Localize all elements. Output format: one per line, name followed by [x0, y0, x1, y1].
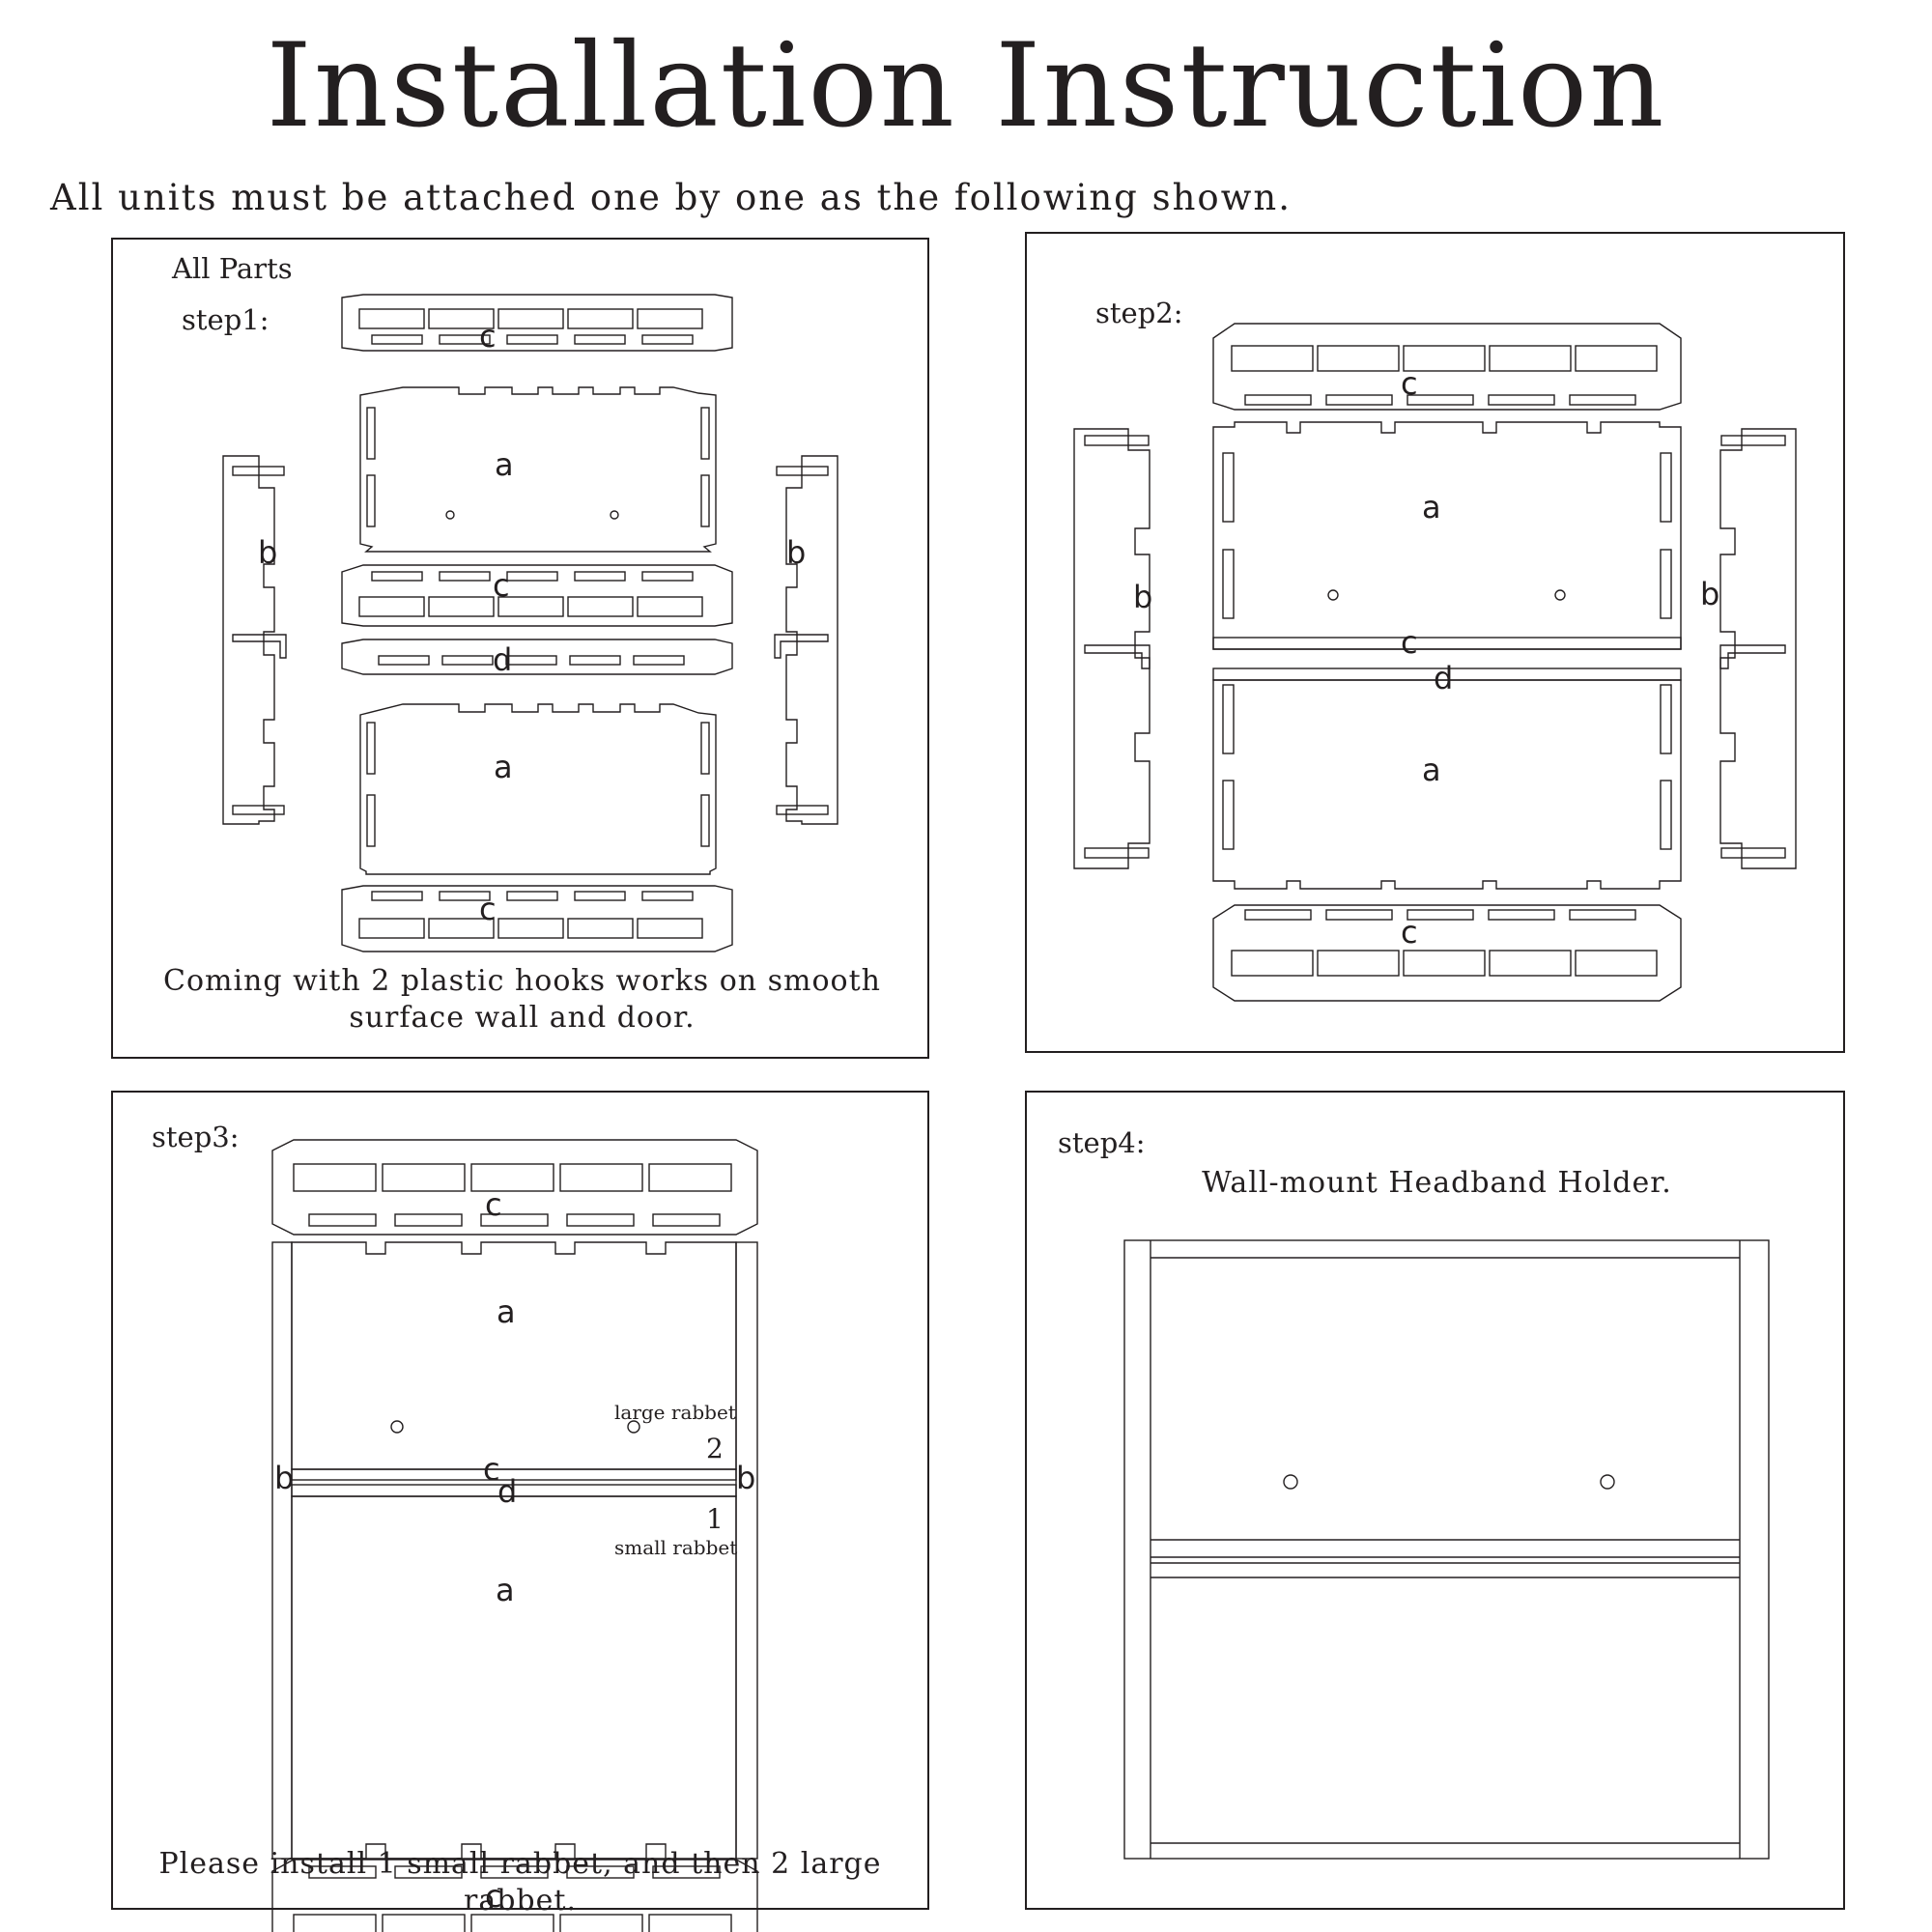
part-b-left: b: [271, 1241, 294, 1860]
step1-parts-drawing: c a b b: [222, 294, 838, 952]
mount-hole: [1600, 1474, 1615, 1490]
part-label: b: [1700, 576, 1719, 612]
part-c-top: c: [1212, 323, 1682, 411]
step1-caption-line2: surface wall and door.: [349, 1001, 696, 1035]
part-label: c: [1401, 624, 1418, 661]
step3-panel: step3: c b b a c: [111, 1091, 929, 1932]
part-label: c: [479, 318, 497, 355]
part-c-bottom: c: [1212, 904, 1682, 1002]
part-label: a: [495, 446, 514, 483]
part-d: d: [341, 639, 733, 678]
step1-caption-line1: Coming with 2 plastic hooks works on smo…: [162, 964, 881, 998]
part-c-top: c: [271, 1139, 758, 1236]
part-d: d: [291, 1473, 737, 1510]
large-rabbet-label: large rabbet: [614, 1401, 736, 1424]
product-name: Wall-mount Headband Holder.: [1202, 1166, 1672, 1200]
part-label: b: [1133, 579, 1152, 615]
part-c-bottom: c: [271, 1859, 758, 1932]
part-label: a: [496, 1572, 515, 1608]
part-c-middle: c: [291, 1451, 737, 1488]
part-label: c: [1401, 365, 1418, 402]
step3-caption: Please install 1 small rabbet, and then …: [158, 1847, 882, 1918]
part-label: b: [786, 534, 806, 571]
part-b-right: b: [735, 1241, 758, 1860]
part-a-lower: a: [1212, 679, 1682, 890]
part-label: d: [493, 641, 512, 678]
step2-assembly-drawing: c a c d a b: [1073, 323, 1797, 1002]
part-label: d: [1434, 660, 1453, 696]
part-label: b: [258, 534, 277, 571]
part-b-right: b: [1700, 428, 1797, 869]
step3-label: step3:: [152, 1121, 240, 1153]
part-b-right: b: [774, 455, 838, 825]
part-label: c: [485, 1186, 502, 1223]
page-title: Installation Instruction: [266, 19, 1666, 154]
step4-label: step4:: [1058, 1126, 1146, 1159]
page-subtitle: All units must be attached one by one as…: [50, 177, 1292, 218]
part-label: c: [479, 891, 497, 927]
step1-caption: Coming with 2 plastic hooks works on smo…: [113, 963, 931, 1037]
part-label: c: [483, 1451, 500, 1488]
part-c-middle: c: [1212, 624, 1682, 661]
part-label: c: [1401, 914, 1418, 951]
step2-label: step2:: [1095, 297, 1183, 329]
part-label: a: [497, 1293, 516, 1330]
part-c-middle: c: [341, 564, 733, 627]
part-c-top: c: [341, 294, 733, 355]
small-rabbet-number: 1: [706, 1503, 724, 1535]
part-label: c: [493, 567, 510, 604]
part-a-lower: a: [291, 1495, 737, 1860]
part-label: a: [494, 749, 513, 785]
finished-holder: [1123, 1239, 1770, 1860]
part-label: d: [497, 1473, 517, 1510]
part-b-left: b: [222, 455, 287, 825]
part-a-upper: a: [1212, 421, 1682, 650]
step3-assembly-drawing: c b b a c d a large rabbet 2: [271, 1139, 758, 1932]
part-a-upper: a: [291, 1241, 737, 1470]
part-label: b: [274, 1460, 294, 1496]
part-c-bottom: c: [341, 885, 733, 952]
part-a-lower: a: [359, 703, 717, 875]
part-label: a: [1422, 489, 1441, 526]
step2-panel: step2: c a c d: [1025, 232, 1845, 1053]
part-a-upper: a: [359, 386, 717, 553]
small-rabbet-label: small rabbet: [614, 1536, 737, 1559]
step1-panel: All Parts step1: c a b: [111, 238, 929, 1059]
all-parts-heading: All Parts: [172, 252, 293, 285]
mount-hole: [1283, 1474, 1298, 1490]
step4-finished-drawing: [1123, 1239, 1770, 1860]
part-label: c: [485, 1878, 502, 1915]
large-rabbet-number: 2: [706, 1433, 724, 1464]
step1-label: step1:: [182, 303, 270, 336]
part-label: b: [736, 1460, 755, 1496]
part-d: d: [1212, 660, 1682, 696]
part-label: a: [1422, 752, 1441, 788]
step4-panel: step4: Wall-mount Headband Holder.: [1025, 1091, 1845, 1910]
part-b-left: b: [1073, 428, 1152, 869]
